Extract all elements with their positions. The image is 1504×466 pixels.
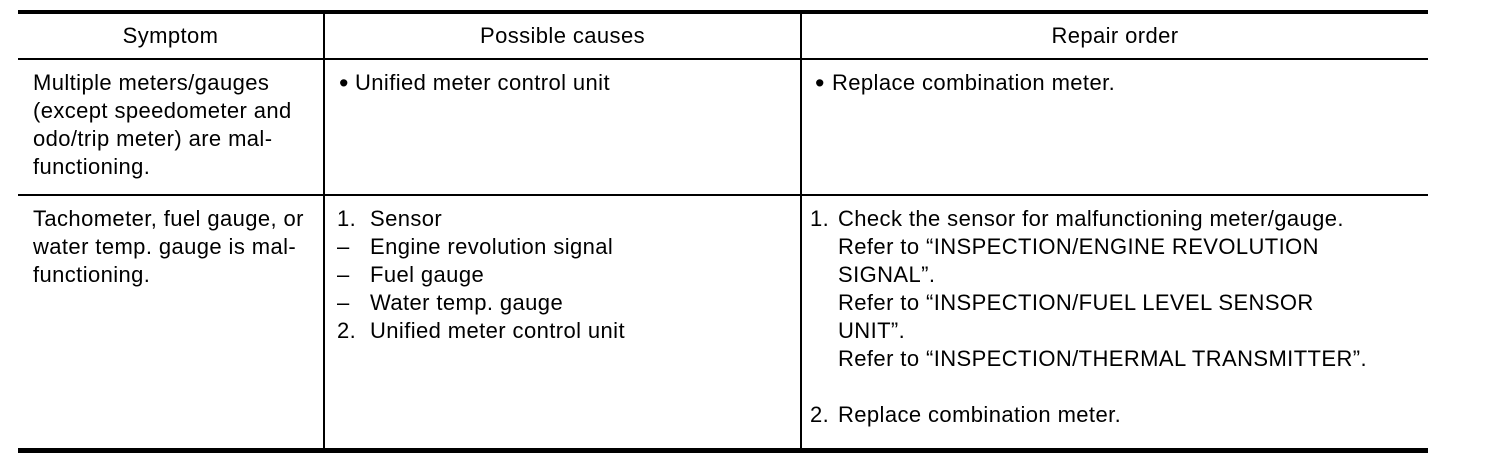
column-header-label: Symptom [122, 23, 219, 48]
trouble-diagnosis-table: Symptom Possible causes Repair order Mul… [18, 10, 1428, 453]
dash-marker: – [337, 262, 350, 287]
list-item-text: Unified meter control unit [370, 318, 625, 343]
list-item-text: Replace combination meter. [838, 402, 1122, 427]
bullet-marker: • [339, 68, 349, 98]
list-item: • Unified meter control unit [325, 69, 800, 97]
list-item-text: Fuel gauge [370, 262, 485, 287]
column-header-label: Repair order [1051, 23, 1179, 48]
repair-list: 1. Check the sensor for malfunctioning m… [802, 205, 1428, 429]
list-item: 2. Unified meter control unit [325, 317, 800, 345]
possible-causes-cell: • Unified meter control unit [325, 60, 802, 194]
list-item-text: Water temp. gauge [370, 290, 564, 315]
repair-order-cell: • Replace combination meter. [802, 60, 1428, 194]
number-marker: 1. [337, 206, 357, 231]
number-marker: 2. [337, 318, 357, 343]
possible-causes-cell: 1. Sensor – Engine revolution signal – F… [325, 196, 802, 448]
header-cell-repair-order: Repair order [802, 14, 1428, 58]
column-header-label: Possible causes [480, 23, 645, 48]
number-marker: 2. [810, 402, 830, 427]
table-row: Multiple meters/gauges (except speedomet… [18, 60, 1428, 196]
causes-list: 1. Sensor – Engine revolution signal – F… [325, 205, 800, 345]
list-item-text: Engine revolution signal [370, 234, 614, 259]
symptom-text: Multiple meters/gauges (except speedomet… [33, 70, 292, 179]
repair-list: • Replace combination meter. [802, 69, 1428, 97]
bullet-marker: • [815, 68, 825, 98]
list-item-text: Check the sensor for malfunctioning mete… [838, 206, 1367, 371]
header-cell-symptom: Symptom [18, 14, 325, 58]
repair-order-cell: 1. Check the sensor for malfunctioning m… [802, 196, 1428, 448]
list-item-text: Sensor [370, 206, 443, 231]
symptom-cell: Tachometer, fuel gauge, or water temp. g… [18, 196, 325, 448]
list-item: 2. Replace combination meter. [802, 401, 1428, 429]
list-item: – Engine revolution signal [325, 233, 800, 261]
dash-marker: – [337, 234, 350, 259]
table-row: Tachometer, fuel gauge, or water temp. g… [18, 196, 1428, 448]
list-item: 1. Check the sensor for malfunctioning m… [802, 205, 1428, 373]
symptom-cell: Multiple meters/gauges (except speedomet… [18, 60, 325, 194]
causes-list: • Unified meter control unit [325, 69, 800, 97]
list-item: • Replace combination meter. [802, 69, 1428, 97]
header-cell-possible-causes: Possible causes [325, 14, 802, 58]
list-item: 1. Sensor [325, 205, 800, 233]
list-item: – Fuel gauge [325, 261, 800, 289]
symptom-text: Tachometer, fuel gauge, or water temp. g… [33, 206, 304, 287]
table-header-row: Symptom Possible causes Repair order [18, 14, 1428, 60]
list-item-text: Unified meter control unit [355, 70, 610, 95]
list-item: – Water temp. gauge [325, 289, 800, 317]
list-item-text: Replace combination meter. [832, 70, 1116, 95]
dash-marker: – [337, 290, 350, 315]
number-marker: 1. [810, 206, 830, 231]
